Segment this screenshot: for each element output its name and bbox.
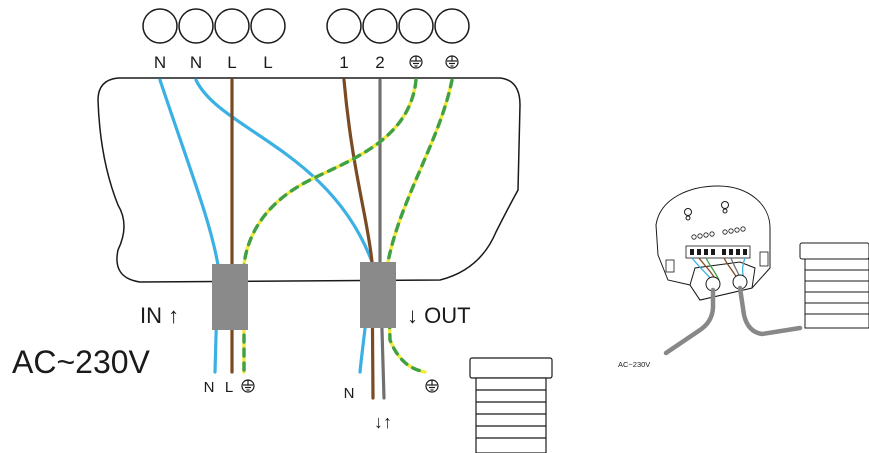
- terminal-circle: [326, 8, 362, 44]
- terminal-label-l1: L: [227, 53, 236, 72]
- terminal-label-1: 1: [339, 53, 348, 72]
- output-wire-label-n: N: [344, 385, 355, 402]
- input-wire-label-l: L: [225, 379, 233, 396]
- terminal-circle: [398, 8, 434, 44]
- terminal-circle: [250, 8, 286, 44]
- terminal-circle: [142, 8, 178, 44]
- earth-symbol-icon: [445, 55, 459, 69]
- out-label: ↓ OUT: [407, 303, 471, 328]
- earth-symbol-icon: [241, 379, 255, 393]
- terminal-label-n2: N: [190, 53, 202, 72]
- module-input-cable: [663, 287, 716, 356]
- terminal-block-right: [326, 8, 470, 44]
- wire-output-1: [342, 78, 375, 400]
- module-output-cable: [737, 285, 803, 337]
- module-voltage-label: AC~230V: [618, 360, 650, 369]
- direction-arrows: ↓↑: [374, 412, 392, 432]
- earth-symbol-icon: [409, 55, 423, 69]
- terminal-circle: [178, 8, 214, 44]
- terminal-circle: [214, 8, 250, 44]
- voltage-label: AC~230V: [12, 344, 151, 380]
- terminal-block-left: [142, 8, 286, 44]
- roller-blind-icon: [799, 242, 869, 329]
- wire-neutral-in: [158, 78, 220, 374]
- input-wire-label-n: N: [204, 379, 215, 396]
- module-illustration: AC~230V: [618, 185, 803, 369]
- earth-symbol-icon: [425, 379, 439, 393]
- in-label: IN ↑: [140, 303, 179, 328]
- terminal-label-l2: L: [263, 53, 272, 72]
- roller-blind-icon: [469, 357, 553, 453]
- input-connector: [212, 264, 248, 330]
- terminal-circle: [434, 8, 470, 44]
- terminal-circle: [362, 8, 398, 44]
- output-connector: [360, 262, 396, 328]
- terminal-label-2: 2: [375, 53, 384, 72]
- terminal-label-n1: N: [154, 53, 166, 72]
- wire-neutral-out: [194, 78, 374, 374]
